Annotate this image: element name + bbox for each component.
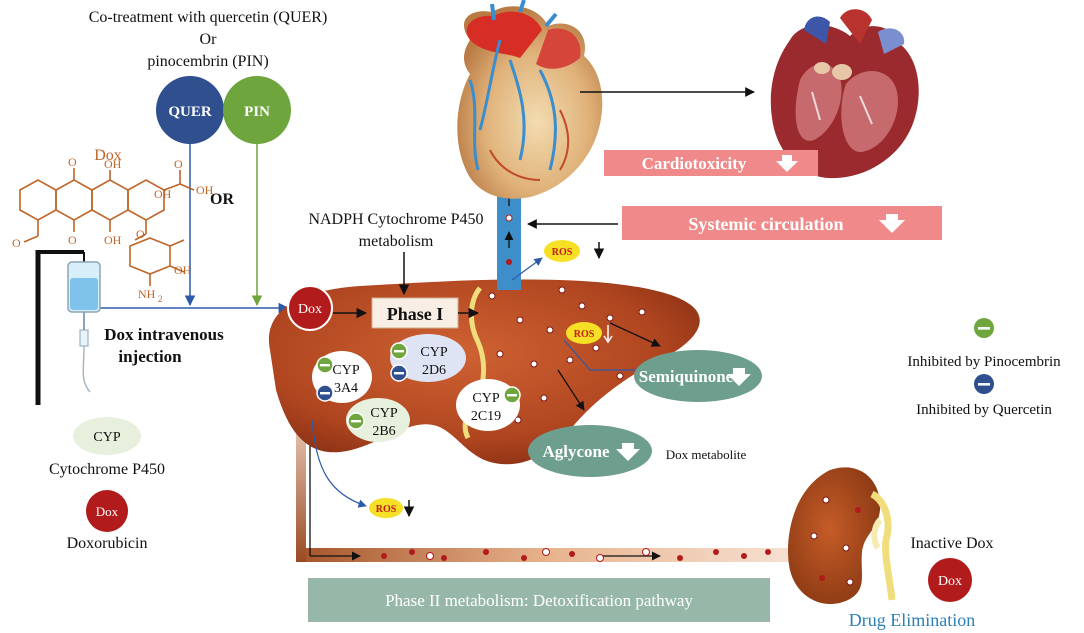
iv-drip-stand <box>35 250 85 405</box>
pin-label: PIN <box>244 104 270 120</box>
aglycone-ellipse <box>528 425 652 477</box>
nadph-line1: NADPH Cytochrome P450 <box>308 211 483 228</box>
phase2-open-particles <box>426 548 650 562</box>
cyp-2c19-line2: 2C19 <box>471 409 501 424</box>
heart-organ <box>457 0 603 199</box>
drug-elimination-label: Drug Elimination <box>849 610 975 630</box>
dox-molecule-title: Dox <box>94 147 122 164</box>
semiquinone-ellipse <box>634 350 762 402</box>
or-label: OR <box>210 191 234 208</box>
cyp-3a4-line1: CYP <box>332 363 359 378</box>
dox-molecule-labels: O OH O OH O OH OH O O OH NH 2 <box>12 155 214 304</box>
dox-metabolite-label: Dox metabolite <box>666 447 747 462</box>
kidney <box>788 467 896 605</box>
liver-to-aglycone-arrow <box>557 369 585 411</box>
inactive-dox-label: Inactive Dox <box>910 535 993 552</box>
cyp-2d6-line1: CYP <box>420 345 447 360</box>
svg-text:OH: OH <box>154 187 172 201</box>
inactive-dox-circle-label: Dox <box>938 574 962 589</box>
svg-text:O: O <box>174 157 183 171</box>
injection-label-line2: injection <box>118 347 182 366</box>
aglycone-down-icon <box>616 443 640 461</box>
cyp-3a4-line2: 3A4 <box>334 381 358 396</box>
cyp-2d6 <box>390 334 466 382</box>
cotreatment-or: Or <box>200 31 218 48</box>
iv-bag <box>67 261 101 393</box>
systemic-label: Systemic circulation <box>688 214 843 234</box>
svg-text:O: O <box>68 155 77 169</box>
minus-icon <box>320 364 330 367</box>
quer-label: QUER <box>168 104 212 120</box>
minus-icon <box>320 392 330 395</box>
cyp-2c19-line1: CYP <box>472 391 499 406</box>
ros-badge-upper: ROS <box>544 240 605 262</box>
cotreatment-title: Co-treatment with quercetin (QUER) <box>89 9 328 26</box>
liver-to-ros-arrow <box>311 419 367 508</box>
minus-icon <box>351 420 361 423</box>
minus-icon <box>978 327 990 330</box>
ros-badge-liver: ROS <box>566 322 613 344</box>
cyp-2b6-line1: CYP <box>370 406 397 421</box>
vena-cava-particles <box>505 173 513 265</box>
phase2-label: Phase II metabolism: Detoxification path… <box>385 591 693 610</box>
cardiotoxicity-down-icon <box>776 155 798 172</box>
dox-molecule <box>19 168 195 286</box>
svg-text:OH: OH <box>104 233 122 247</box>
phase1-label: Phase I <box>387 304 444 324</box>
dox-node <box>287 285 333 331</box>
ros-badge-lower: ROS <box>369 498 415 518</box>
aglycone-label: Aglycone <box>542 442 610 461</box>
legend-dox-label: Dox <box>96 504 119 519</box>
legend-cyp-ellipse <box>73 417 141 455</box>
semiquinone-down-icon <box>727 368 751 386</box>
systemic-down-icon <box>879 214 905 233</box>
svg-text:OH: OH <box>196 183 214 197</box>
phase2-pipe <box>300 548 800 562</box>
legend-cyp-text: Cytochrome P450 <box>49 461 165 478</box>
svg-text:OH: OH <box>104 157 122 171</box>
svg-text:OH: OH <box>174 263 192 277</box>
svg-text:NH: NH <box>138 287 156 301</box>
dox-node-label: Dox <box>298 302 322 317</box>
svg-text:ROS: ROS <box>376 504 397 515</box>
vena-to-ros-arrow <box>511 257 543 281</box>
cyp-2d6-line2: 2D6 <box>422 363 446 378</box>
phase1-box <box>371 297 459 329</box>
cyp-2b6-line2: 2B6 <box>372 424 395 439</box>
cardiotoxicity-label: Cardiotoxicity <box>642 154 747 173</box>
legend-dox-text: Doxorubicin <box>67 535 148 552</box>
kidney-particles <box>810 496 861 586</box>
svg-text:O: O <box>12 236 21 250</box>
heart-cross-section <box>770 9 919 179</box>
svg-text:O: O <box>68 233 77 247</box>
svg-text:ROS: ROS <box>574 329 595 340</box>
pin-circle <box>223 76 291 144</box>
legend-cyp-label: CYP <box>93 430 120 445</box>
phase2-dox-particles <box>381 549 771 561</box>
svg-text:O: O <box>136 227 145 241</box>
phase2-box <box>308 578 770 622</box>
legend-dox-circle <box>86 490 128 532</box>
liver-to-semiquinone-arrow <box>609 322 661 347</box>
liver-particles <box>488 286 646 424</box>
legend-pinocembrin-text: Inhibited by Pinocembrin <box>907 354 1061 370</box>
cyp-2b6 <box>346 398 410 442</box>
nadph-line2: metabolism <box>359 233 434 250</box>
semiquinone-label: Semiquinone <box>639 367 734 386</box>
injection-label-line1: Dox intravenous <box>104 325 224 344</box>
svg-text:2: 2 <box>158 294 163 304</box>
svg-text:ROS: ROS <box>552 247 573 258</box>
quer-circle <box>156 76 224 144</box>
inactive-dox-circle <box>928 558 972 602</box>
cotreatment-pinocembrin: pinocembrin (PIN) <box>147 53 268 70</box>
minus-icon <box>978 383 990 386</box>
legend-quercetin-text: Inhibited by Quercetin <box>916 402 1052 418</box>
minus-icon <box>394 350 404 353</box>
minus-icon <box>507 394 517 397</box>
phase2-pipe-vertical <box>296 420 306 562</box>
minus-icon <box>394 372 404 375</box>
